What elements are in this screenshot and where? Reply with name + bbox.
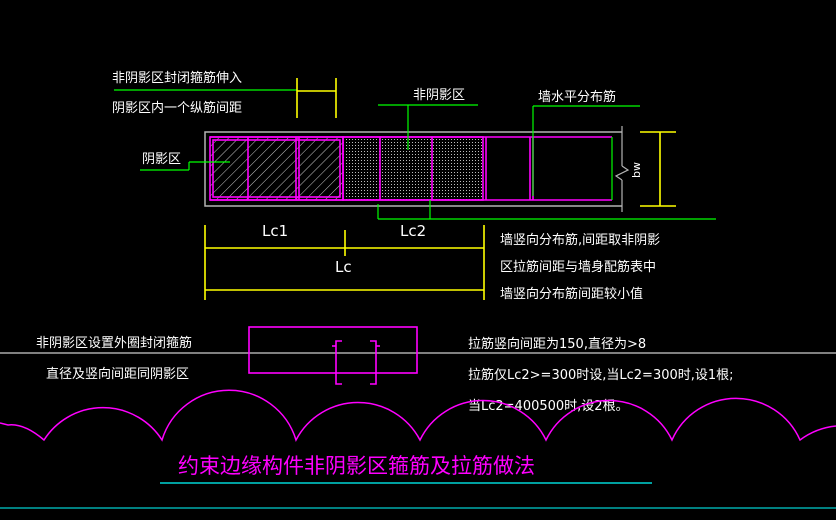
shadow-zone-hatch bbox=[210, 138, 343, 200]
label-tie-2: 拉筋仅Lc2>=300时设,当Lc2=300时,设1根; bbox=[468, 367, 734, 383]
dim-extend bbox=[296, 78, 337, 118]
wall-break-zigzag bbox=[614, 165, 630, 181]
label-lc2: Lc2 bbox=[400, 222, 426, 240]
wall-outline bbox=[204, 131, 622, 207]
label-stirrup-extend-1: 非阴影区封闭箍筋伸入 bbox=[112, 70, 242, 86]
label-bw: bw bbox=[630, 162, 643, 178]
label-outer-stirrup-1: 非阴影区设置外圈封闭箍筋 bbox=[36, 335, 192, 351]
label-shadow-zone: 阴影区 bbox=[142, 152, 181, 167]
label-non-shadow-zone: 非阴影区 bbox=[413, 88, 465, 103]
revision-cloud bbox=[0, 389, 836, 442]
label-vertical-bar-2: 区拉筋间距与墙身配筋表中 bbox=[500, 259, 656, 275]
label-tie-3: 当Lc2=400500时,设2根。 bbox=[468, 399, 629, 414]
leaders bbox=[114, 89, 716, 220]
label-vertical-bar-3: 墙竖向分布筋间距较小值 bbox=[500, 286, 643, 302]
label-lc1: Lc1 bbox=[262, 222, 288, 240]
drawing-title: 约束边缘构件非阴影区箍筋及拉筋做法 bbox=[178, 454, 535, 478]
dim-lc bbox=[204, 225, 485, 300]
tie-elevation-detail: 非阴影区设置外圈封闭箍筋 直径及竖向间距同阴影区 拉筋竖向间距为150,直径为>… bbox=[0, 326, 836, 414]
tie-bars bbox=[332, 340, 380, 385]
label-stirrup-extend-2: 阴影区内一个纵筋间距 bbox=[112, 100, 242, 116]
label-outer-stirrup-2: 直径及竖向间距同阴影区 bbox=[46, 366, 189, 382]
label-tie-1: 拉筋竖向间距为150,直径为>8 bbox=[468, 336, 646, 352]
outer-stirrup-box bbox=[248, 326, 418, 374]
label-wall-horizontal-bar: 墙水平分布筋 bbox=[538, 89, 616, 105]
dim-bw bbox=[640, 131, 676, 207]
label-lc: Lc bbox=[335, 258, 352, 276]
label-vertical-bar-1: 墙竖向分布筋,间距取非阴影 bbox=[500, 232, 660, 248]
wall-section-plan bbox=[114, 78, 716, 300]
stirrups bbox=[209, 136, 612, 201]
non-shadow-zone-dots bbox=[343, 138, 483, 200]
